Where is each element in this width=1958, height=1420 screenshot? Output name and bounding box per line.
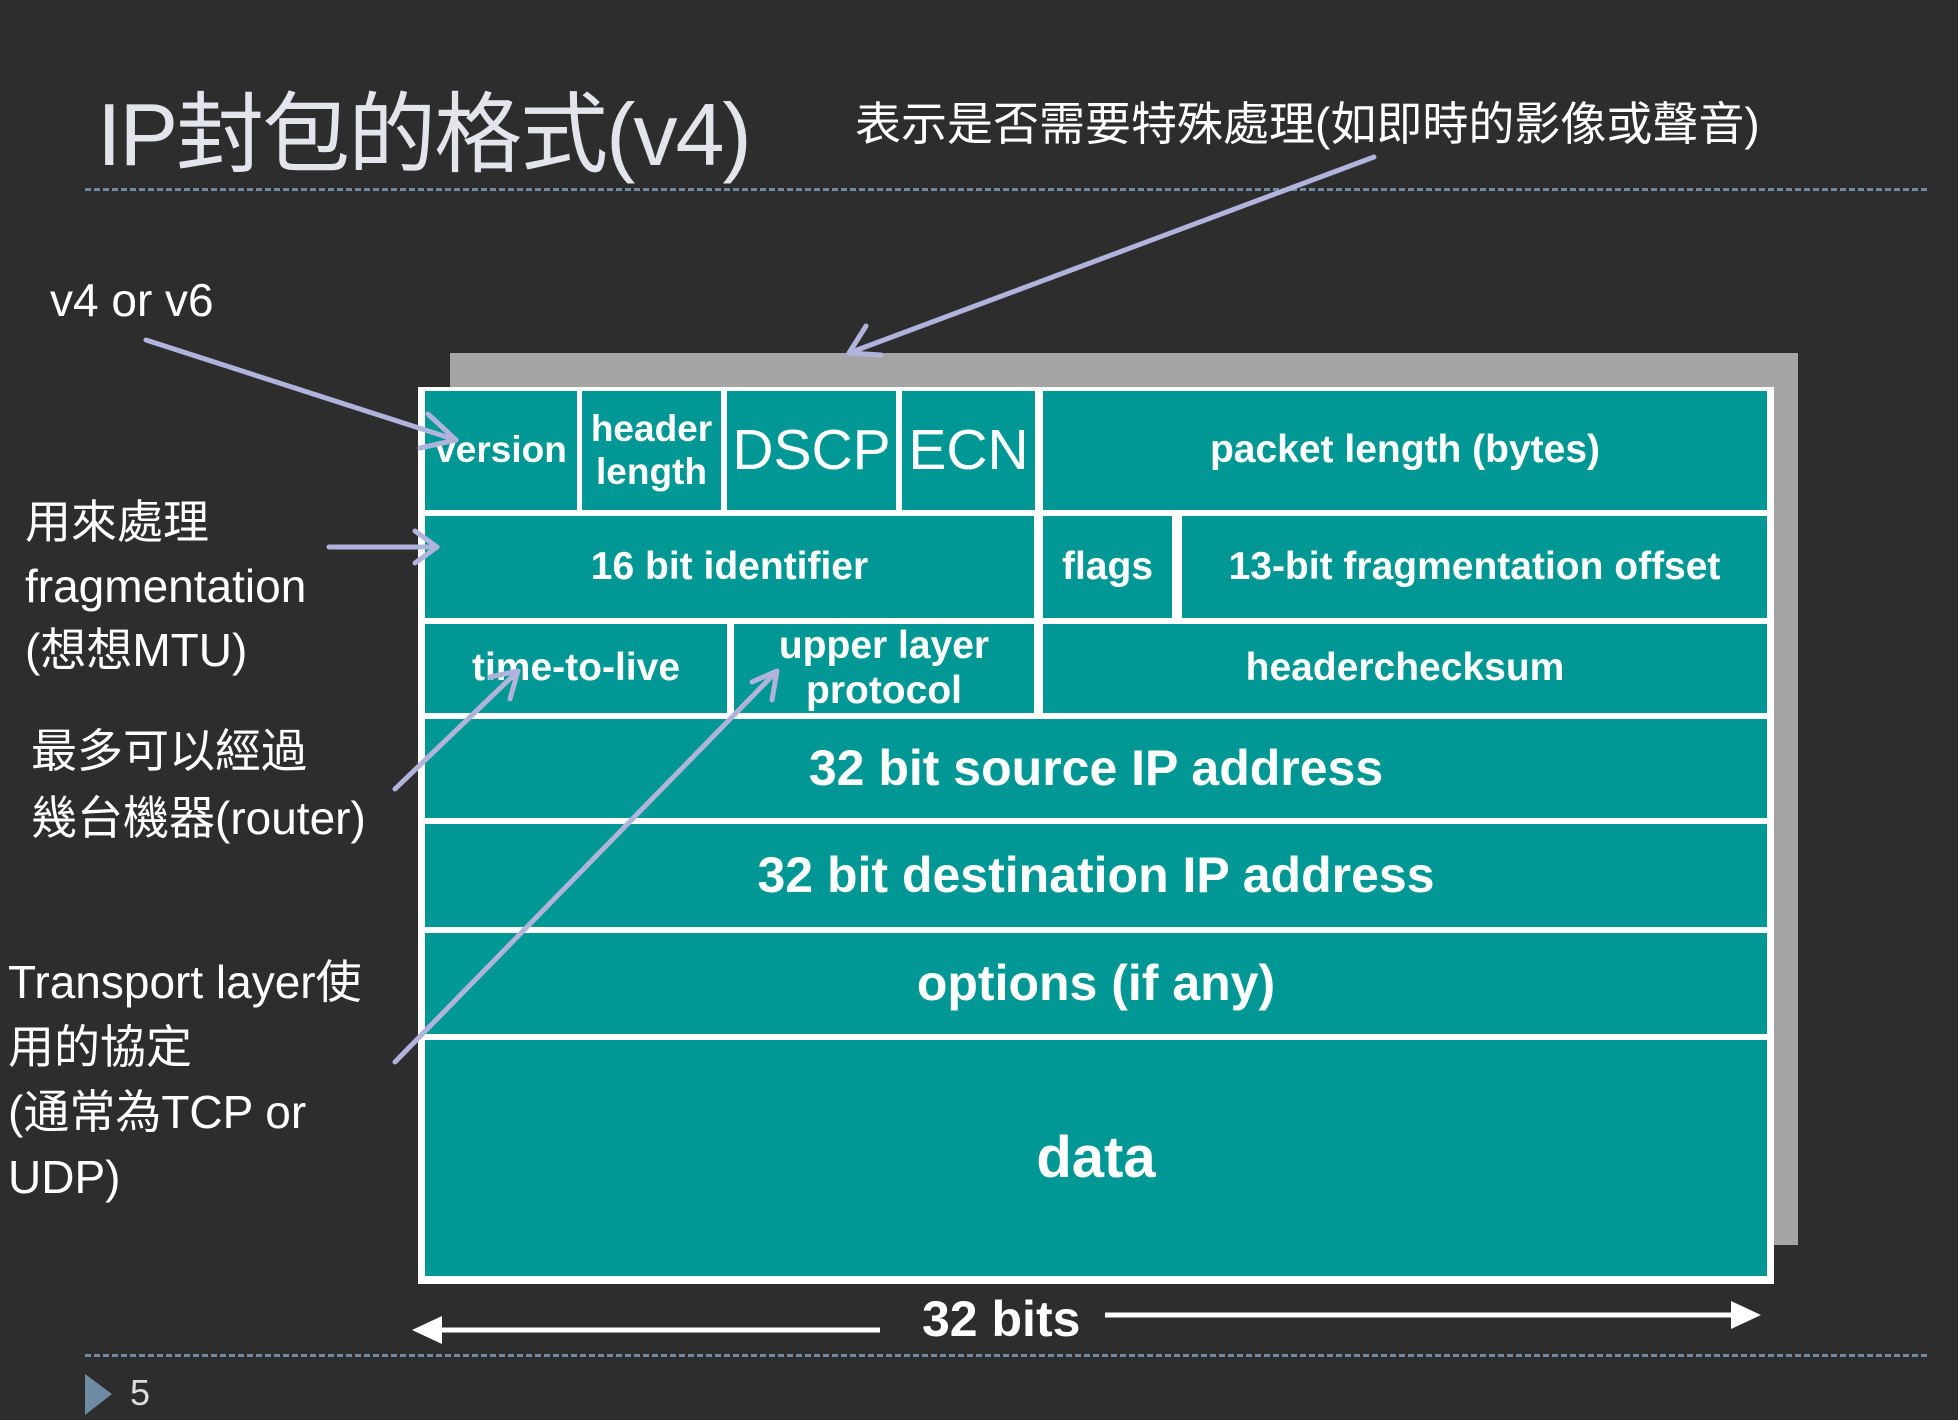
annotation-fragmentation-line3: (想想MTU) [25,624,248,676]
field-header-length-line1: header [590,407,713,449]
annotation-fragmentation: 用來處理 fragmentation (想想MTU) [25,490,306,682]
field-protocol: upper layer protocol [734,624,1034,713]
annotation-protocol-line3: (通常為TCP or [8,1086,307,1138]
field-data: data [425,1040,1767,1276]
annotation-protocol-line2: 用的協定 [8,1021,192,1073]
field-ecn: ECN [902,391,1035,510]
field-destination-ip: 32 bit destination IP address [425,824,1767,927]
divider-bottom [85,1354,1927,1357]
field-identifier: 16 bit identifier [425,516,1034,618]
annotation-ttl-line2: 幾台機器(router) [31,792,366,844]
slide-title: IP封包的格式(v4) [97,85,752,184]
field-protocol-line2: protocol [806,668,962,712]
arrow-version [143,337,459,451]
divider-top [85,188,1927,191]
field-protocol-line1: upper layer [778,623,990,667]
field-ttl: time-to-live [425,624,727,713]
annotation-dscp: 表示是否需要特殊處理(如即時的影像或聲音) [855,98,1760,150]
field-fragment-offset: 13-bit fragmentation offset [1182,516,1767,618]
field-checksum: headerchecksum [1043,624,1767,713]
arrow-ttl [392,668,521,792]
annotation-ttl-line1: 最多可以經過 [31,725,307,777]
annotation-protocol-line1: Transport layer使 [8,956,362,1008]
annotation-version: v4 or v6 [50,274,214,326]
arrow-fragmentation [326,528,440,566]
annotation-protocol: Transport layer使 用的協定 (通常為TCP or UDP) [8,950,362,1210]
arrow-protocol [392,668,780,1065]
page-number: 5 [130,1372,151,1413]
ip-header-table: version header length DSCP ECN packet le… [418,387,1774,1284]
annotation-protocol-line4: UDP) [8,1151,121,1203]
field-header-length-line2: length [596,450,707,492]
width-label: 32 bits [922,1291,1081,1347]
field-header-length: header length [582,391,721,510]
page-marker-icon [85,1374,112,1415]
field-options: options (if any) [425,933,1767,1034]
annotation-fragmentation-line1: 用來處理 [25,496,209,548]
field-version: version [425,391,577,510]
field-source-ip: 32 bit source IP address [425,719,1767,818]
arrow-dscp [846,154,1377,358]
annotation-ttl: 最多可以經過 幾台機器(router) [31,718,366,852]
width-arrow [412,1301,1761,1344]
field-packet-length: packet length (bytes) [1043,391,1767,510]
field-flags: flags [1043,516,1172,618]
annotation-fragmentation-line2: fragmentation [25,560,307,612]
field-dscp: DSCP [727,391,896,510]
